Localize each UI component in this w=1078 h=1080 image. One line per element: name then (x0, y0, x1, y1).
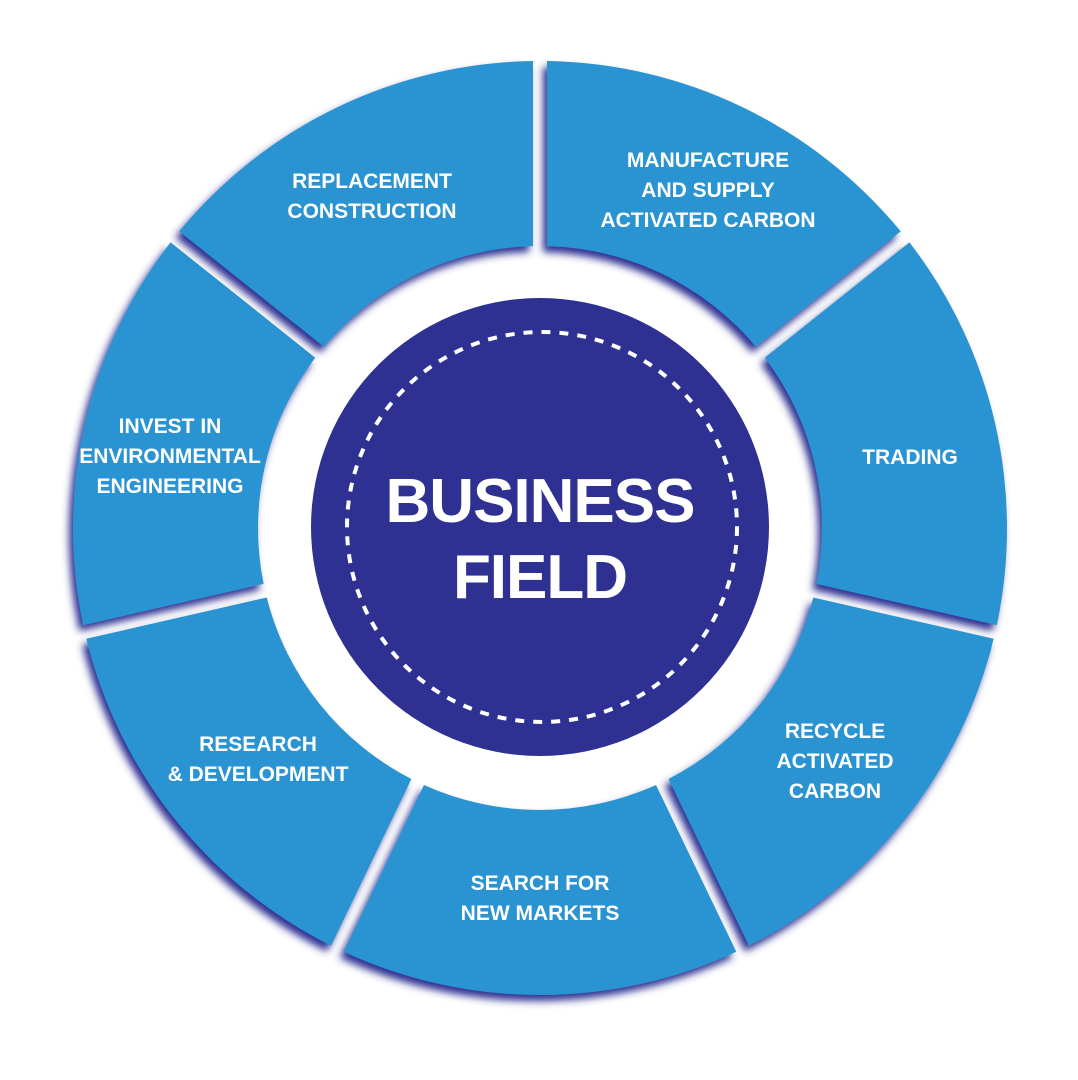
center-circle (311, 298, 769, 756)
segment-5 (72, 242, 316, 626)
segment-2 (668, 597, 994, 946)
segment-label-replacement: REPLACEMENT CONSTRUCTION (287, 170, 457, 223)
center-title: BUSINESS FIELD (385, 467, 696, 612)
segment-3 (343, 785, 737, 995)
segment-label-trading: TRADING (862, 446, 958, 469)
segment-0 (546, 61, 901, 347)
segment-label-research: RESEARCH & DEVELOPMENT (167, 733, 349, 786)
segment-4 (86, 597, 412, 946)
segment-label-search-markets: SEARCH FOR NEW MARKETS (460, 872, 620, 925)
segment-label-manufacture: MANUFACTURE AND SUPPLY ACTIVATED CARBON (600, 149, 816, 232)
segment-label-invest: INVEST IN ENVIRONMENTAL ENGINEERING (79, 415, 261, 498)
dashed-ring (345, 330, 739, 724)
segment-1 (764, 242, 1008, 626)
segment-label-recycle: RECYCLE ACTIVATED CARBON (776, 720, 894, 803)
segment-6 (179, 61, 534, 347)
